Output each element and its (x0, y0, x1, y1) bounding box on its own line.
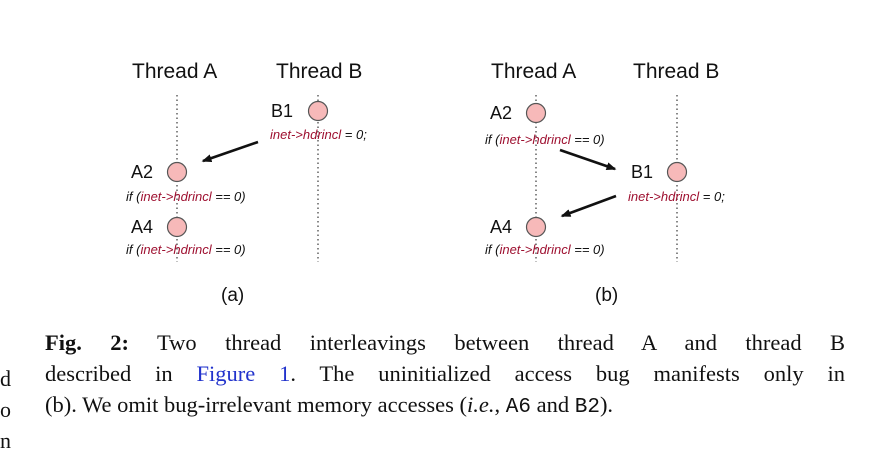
margin-fragment-2: o (0, 397, 11, 422)
panel-a-subfigure-label: (a) (221, 285, 244, 306)
panel-b: Thread A Thread B A2 if (inet->hdrincl =… (485, 60, 725, 306)
panel-a-stmt-a2: if (inet->hdrincl == 0) (126, 189, 246, 204)
panel-b-arrow-a2-to-b1 (559, 148, 617, 171)
figure-caption: Fig. 2: Two thread interleavings between… (45, 327, 845, 423)
caption-line-1: Fig. 2: Two thread interleavings between… (45, 330, 845, 355)
panel-b-node-a2 (525, 102, 547, 124)
panel-b-arrow-b1-to-a4 (560, 194, 617, 218)
panel-a-arrow-b1-to-a2 (201, 140, 259, 163)
panel-b-subfigure-label: (b) (595, 285, 618, 306)
panel-a-thread-a-title: Thread A (132, 60, 217, 83)
panel-a-node-b1-label: B1 (271, 101, 293, 121)
caption-line-3: (b). We omit bug-irrelevant memory acces… (45, 392, 614, 419)
code-b2: B2 (574, 396, 600, 419)
caption-fig-label: Fig. 2: (45, 330, 130, 355)
panel-a-stmt-a4: if (inet->hdrincl == 0) (126, 242, 246, 257)
panel-b-node-a4-label: A4 (490, 217, 512, 237)
panel-b-stmt-b1: inet->hdrincl = 0; (628, 189, 725, 204)
panel-a-node-a4 (166, 216, 188, 238)
panel-b-node-a4 (525, 216, 547, 238)
margin-fragment-1: d (0, 366, 11, 391)
panel-b-node-b1 (666, 161, 688, 183)
panel-b-thread-b-title: Thread B (633, 60, 719, 83)
panel-b-stmt-a2: if (inet->hdrincl == 0) (485, 132, 605, 147)
panel-a-node-a2-label: A2 (131, 162, 153, 182)
panel-b-stmt-a4: if (inet->hdrincl == 0) (485, 242, 605, 257)
panel-a-node-a2 (166, 161, 188, 183)
panel-a-thread-b-title: Thread B (276, 60, 362, 83)
code-a6: A6 (505, 396, 531, 419)
margin-fragment-3: n (0, 428, 11, 453)
panel-b-node-a2-label: A2 (490, 103, 512, 123)
figure-1-link[interactable]: Figure 1 (196, 361, 291, 386)
interleaving-diagram: Thread A Thread B B1 inet->hdrincl = 0; … (126, 60, 725, 306)
panel-a-stmt-b1: inet->hdrincl = 0; (270, 127, 367, 142)
caption-line-2: described in Figure 1. The uninitialized… (45, 361, 846, 386)
panel-b-thread-a-title: Thread A (491, 60, 576, 83)
panel-b-node-b1-label: B1 (631, 162, 653, 182)
panel-a-node-b1 (307, 100, 329, 122)
panel-a-node-a4-label: A4 (131, 217, 153, 237)
panel-a: Thread A Thread B B1 inet->hdrincl = 0; … (126, 60, 367, 306)
